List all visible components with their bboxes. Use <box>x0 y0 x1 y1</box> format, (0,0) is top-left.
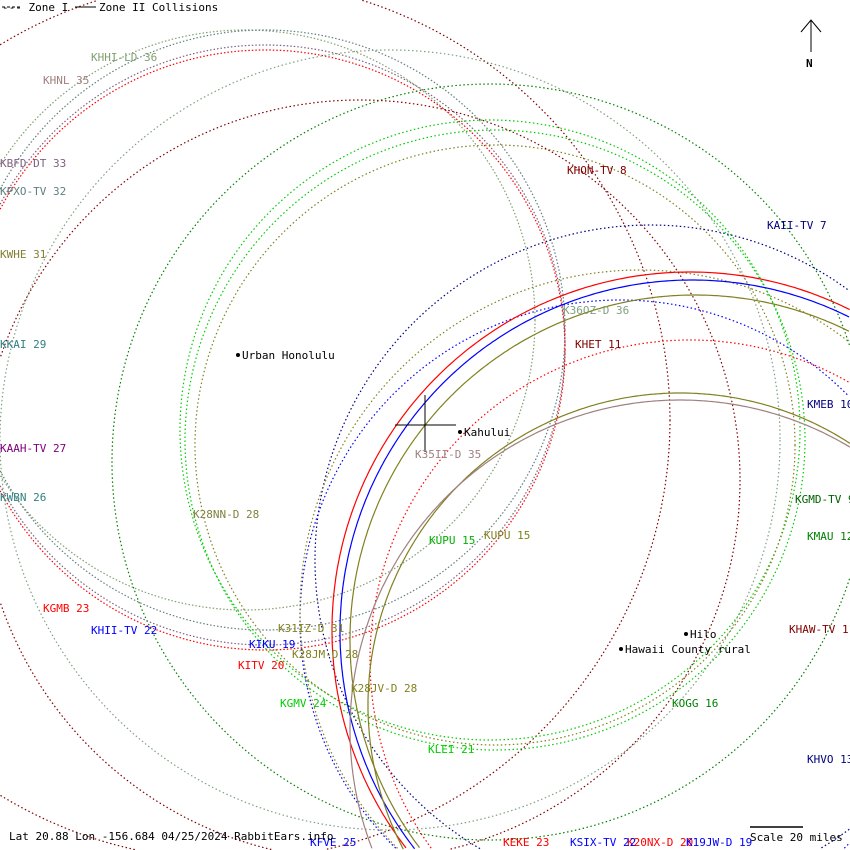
contour-kgmd <box>111 83 850 841</box>
place-dot-icon <box>684 632 688 636</box>
station-label-kgmb[interactable]: KGMB 23 <box>43 602 89 615</box>
station-label-k20nx[interactable]: K20NX-D 20 <box>627 836 693 849</box>
station-label-kgmv[interactable]: KGMV 24 <box>280 697 327 710</box>
station-label-kitv[interactable]: KITV 20 <box>238 659 284 672</box>
station-label-kmeb[interactable]: KMEB 10 <box>807 398 850 411</box>
station-label-kiku[interactable]: KIKU 19 <box>249 638 295 651</box>
place-dot-icon <box>458 430 462 434</box>
station-label-khvo[interactable]: KHVO 13 <box>807 753 850 766</box>
station-label-k36oz[interactable]: K36OZ-D 36 <box>563 304 629 317</box>
scale-label: Scale 20 miles <box>750 831 843 844</box>
contour-kaii <box>314 224 850 850</box>
contour-khet <box>369 339 850 849</box>
station-label-k19jw[interactable]: K19JW-D 19 <box>686 836 752 849</box>
station-label-kupu-2[interactable]: KUPU 15 <box>484 529 530 542</box>
place-dot-icon <box>236 353 240 357</box>
contour-solid-olive-2 <box>367 392 850 850</box>
place-honolulu: Urban Honolulu <box>242 349 335 362</box>
legend-zone1: --- Zone I <box>2 1 68 14</box>
station-label-kaah[interactable]: KAAH-TV 27 <box>0 442 66 455</box>
station-label-k28jm[interactable]: K28JM-D 28 <box>292 648 358 661</box>
contour-k36oz <box>0 49 781 831</box>
north-label: N <box>806 57 813 70</box>
place-hilo: Hilo <box>690 628 717 641</box>
station-label-kkai[interactable]: KKAI 29 <box>0 338 46 351</box>
contour-solid-blue <box>339 279 850 850</box>
contour-solid-olive <box>349 294 850 848</box>
contour-solid-red <box>331 271 850 849</box>
station-label-keke[interactable]: KEKE 23 <box>503 836 549 849</box>
station-label-kwbn[interactable]: KWBN 26 <box>0 491 46 504</box>
footer-info: Lat 20.88 Lon -156.684 04/25/2024 Rabbit… <box>9 830 334 843</box>
legend-zone2: Zone II Collisions <box>99 1 218 14</box>
station-labels: KHHI-LD 36 KHNL 35 KBFD-DT 33 KPXO-TV 32… <box>0 51 850 849</box>
place-dot-icon <box>619 647 623 651</box>
station-label-k35ii[interactable]: K35II-D 35 <box>415 448 481 461</box>
contour-kiku <box>299 299 849 849</box>
north-arrow-icon <box>800 19 822 52</box>
place-markers: Kahului Urban Honolulu Hilo Hawaii Count… <box>236 349 751 656</box>
station-label-kpxo[interactable]: KPXO-TV 32 <box>0 185 66 198</box>
station-label-khii[interactable]: KHII-TV 22 <box>91 624 157 637</box>
station-label-khnl[interactable]: KHNL 35 <box>43 74 89 87</box>
station-label-kbfd[interactable]: KBFD-DT 33 <box>0 157 66 170</box>
contour-khon <box>0 99 741 850</box>
contour-kbfd <box>0 44 566 646</box>
station-label-khaw[interactable]: KHAW-TV 11 <box>789 623 850 636</box>
station-label-kmau[interactable]: KMAU 12 <box>807 530 850 543</box>
station-label-khet[interactable]: KHET 11 <box>575 338 621 351</box>
station-label-kaii[interactable]: KAII-TV 7 <box>767 219 827 232</box>
station-label-k31iz[interactable]: K31IZ-D 31 <box>278 622 344 635</box>
station-label-klei[interactable]: KLEI 21 <box>428 743 474 756</box>
station-label-kfve[interactable]: KFVE 25 <box>310 836 356 849</box>
station-label-k28jv[interactable]: K28JV-D 28 <box>351 682 417 695</box>
station-label-ksix[interactable]: KSIX-TV 22 <box>570 836 636 849</box>
station-label-khon[interactable]: KHON-TV 8 <box>567 164 627 177</box>
station-label-kwhe[interactable]: KWHE 31 <box>0 248 46 261</box>
contour-k28 <box>299 269 850 849</box>
contour-klei <box>184 129 806 751</box>
station-label-k28nn[interactable]: K28NN-D 28 <box>193 508 259 521</box>
contour-dark-red-large <box>0 0 671 850</box>
station-label-khhi[interactable]: KHHI-LD 36 <box>91 51 157 64</box>
station-label-kgmd[interactable]: KGMD-TV 9 <box>795 493 850 506</box>
place-hawaii-rural: Hawaii County rural <box>625 643 751 656</box>
crosshair-icon <box>395 395 456 452</box>
station-label-kupu[interactable]: KUPU 15 <box>429 534 475 547</box>
contour-kgmv <box>179 119 801 741</box>
station-label-kogg[interactable]: KOGG 16 <box>672 697 718 710</box>
contour-solid-mauve <box>349 399 850 849</box>
place-kahului: Kahului <box>464 426 510 439</box>
